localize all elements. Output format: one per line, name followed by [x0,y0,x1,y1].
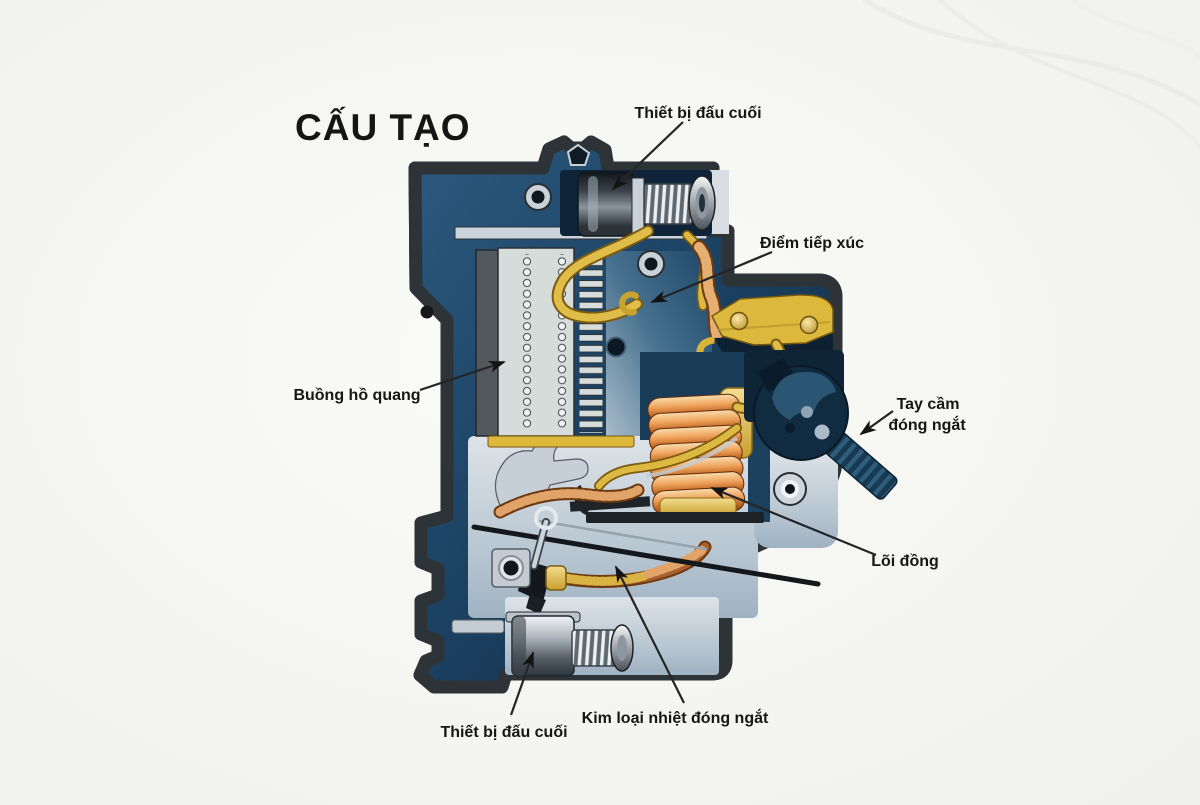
leader-arc-chamber [419,360,506,392]
gray-link-band [645,436,739,478]
mounting-clip-hole [566,143,591,166]
leader-thermal-metal [615,565,685,704]
black-bracket-foot [526,594,546,614]
arc-chamber-side-plate [475,249,499,437]
brass-pin-head [545,565,567,591]
cam-inner [772,372,836,420]
moving-contact-plate [711,294,834,346]
braid-2-gold-wrap [561,571,649,586]
cam-hole-3 [785,423,795,433]
lower-linkage [471,483,821,614]
label-handle-line2: đóng ngắt [888,415,966,434]
bottom-terminal [451,611,634,677]
cam-hole-1 [801,406,813,418]
screw-bosses [420,183,807,588]
boss-center-pin [644,257,658,271]
terminal-bracket [631,177,645,235]
boss-top-left-pin [531,190,545,204]
terminal-clamp [577,171,635,237]
base-bar [586,512,764,523]
din-clip-tab [451,619,505,634]
terminal-clamp-shade [512,616,526,676]
terminal-screw-thread [643,183,693,225]
rail-dot [420,305,434,319]
decorative-swirls [860,0,1200,150]
handle [744,350,898,500]
contact-rivet-left [729,311,749,331]
terminal-screw-slot [699,194,705,212]
label-thermal-metal: Kim loại nhiệt đóng ngắt [582,708,769,727]
label-terminal-bottom: Thiết bị đấu cuối [440,724,567,741]
upper-conductors [551,225,724,343]
contact-rivet-right [799,315,819,335]
pivot-dot [605,336,627,358]
labels: CẤU TẠO Thiết bị đấu cuối Điểm tiếp xúc … [293,105,966,741]
bimetal-strip [471,524,821,587]
leader-contact-point [650,250,773,304]
label-arc-chamber: Buồng hồ quang [293,387,420,404]
diagram-title: CẤU TẠO [295,107,471,148]
divider-rib [748,436,770,522]
label-terminal-top: Thiết bị đấu cuối [634,105,761,122]
leader-copper-core [710,486,877,557]
arc-chamber-brass-base [487,435,635,448]
arc-splitter-plates [579,257,605,433]
brass-arm-lower [595,424,741,490]
trip-rod [538,519,708,551]
label-copper-core: Lõi đồng [871,553,939,570]
contact-tip [619,291,639,316]
terminal-screw-thread-bottom [571,629,617,667]
solenoid [574,338,789,523]
leader-handle [859,410,894,436]
top-terminal [560,170,716,237]
terminal-screw-head-bottom-inner [617,635,627,661]
boss-right-pin [785,484,795,494]
leader-lines [419,121,894,716]
braid-top-wraps [694,242,722,341]
braid-1-wraps [495,485,643,517]
pivot-ring [534,506,558,530]
arc-chamber [475,247,635,448]
terminal-clamp-highlight [588,176,598,232]
cam-hole-2 [814,424,830,440]
label-contact-point: Điểm tiếp xúc [760,234,864,252]
leader-terminal-top [611,121,684,191]
braid-2-wraps [643,545,707,579]
leader-terminal-bottom [509,651,535,716]
label-handle-line1: Tay cầm [897,396,960,413]
boss-pad-pin [503,560,519,576]
fixed-contact-arm [553,227,652,322]
case-wall-notch [709,170,729,234]
